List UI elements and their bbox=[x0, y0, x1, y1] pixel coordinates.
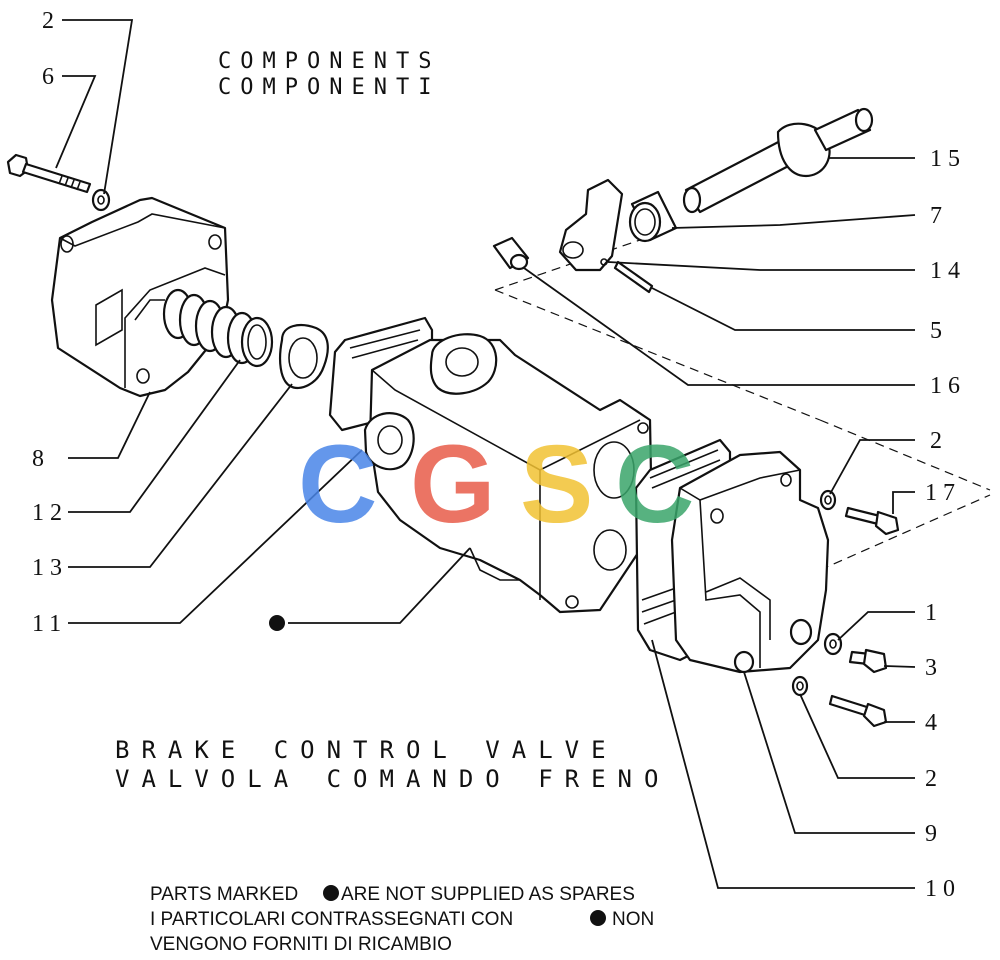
spring-12 bbox=[162, 288, 274, 368]
callout-15: 15 bbox=[930, 146, 966, 172]
header-components-it: COMPONENTI bbox=[218, 75, 440, 100]
washer-2-right bbox=[819, 489, 837, 511]
valve-body-11 bbox=[328, 316, 654, 614]
footnote-line2-end: NON bbox=[612, 909, 654, 930]
callout-3: 3 bbox=[925, 655, 943, 681]
screw-4 bbox=[828, 694, 888, 728]
title-brake-control-valve: BRAKE CONTROL VALVE bbox=[115, 736, 618, 764]
washer-2-top bbox=[91, 188, 111, 212]
callout-numbers: 2 6 8 12 13 11 15 7 14 5 16 2 17 1 3 4 2… bbox=[32, 8, 966, 902]
callout-13: 13 bbox=[32, 555, 68, 581]
callout-11: 11 bbox=[32, 611, 67, 637]
callout-12: 12 bbox=[32, 500, 68, 526]
callout-4: 4 bbox=[925, 710, 943, 736]
footnote-line1-start: PARTS MARKED bbox=[150, 884, 298, 905]
watermark-letter-c: C bbox=[298, 423, 377, 546]
callout-14: 14 bbox=[930, 258, 966, 284]
callout-10: 10 bbox=[925, 876, 961, 902]
watermark-letter-c2: C bbox=[615, 423, 694, 546]
footnote-dot-2 bbox=[590, 910, 606, 926]
footnote-dot-1 bbox=[323, 885, 339, 901]
callout-2-right: 2 bbox=[930, 428, 948, 454]
plug-3 bbox=[848, 648, 888, 674]
not-supplied-marker-dot bbox=[269, 615, 285, 631]
screw-17 bbox=[844, 506, 900, 536]
bolt-6 bbox=[6, 153, 92, 194]
washer-2-bottom bbox=[791, 675, 809, 697]
callout-7: 7 bbox=[930, 203, 948, 229]
cgsc-watermark-logo: C G S C bbox=[298, 423, 694, 546]
callout-2-top: 2 bbox=[42, 8, 60, 34]
footnote-line2-start: I PARTICOLARI CONTRASSEGNATI CON bbox=[150, 909, 513, 930]
callout-6: 6 bbox=[42, 64, 60, 90]
title-valvola-comando-freno: VALVOLA COMANDO FRENO bbox=[115, 765, 670, 793]
callout-17: 17 bbox=[925, 480, 961, 506]
callout-2-bottom: 2 bbox=[925, 766, 943, 792]
footnote-line3: VENGONO FORNITI DI RICAMBIO bbox=[150, 934, 452, 955]
lever-14 bbox=[558, 178, 624, 272]
callout-9: 9 bbox=[925, 821, 943, 847]
assembly-dashed-lines bbox=[494, 239, 991, 571]
callout-1: 1 bbox=[925, 600, 943, 626]
footnote: PARTS MARKED ARE NOT SUPPLIED AS SPARES … bbox=[150, 884, 654, 955]
bushing-7 bbox=[628, 190, 678, 243]
footnote-line1-end: ARE NOT SUPPLIED AS SPARES bbox=[341, 884, 635, 905]
cover-9 bbox=[670, 450, 830, 674]
roller-16 bbox=[492, 236, 530, 271]
shaft-15 bbox=[682, 107, 874, 214]
seal-cap-13 bbox=[279, 324, 329, 390]
callout-5: 5 bbox=[930, 318, 948, 344]
watermark-letter-s: S bbox=[520, 423, 593, 546]
washer-1 bbox=[823, 632, 843, 656]
leader-lines bbox=[55, 19, 916, 889]
watermark-letter-g: G bbox=[410, 423, 496, 546]
housing-8 bbox=[50, 196, 230, 398]
pin-5 bbox=[613, 260, 654, 294]
callout-8: 8 bbox=[32, 446, 50, 472]
callout-16: 16 bbox=[930, 373, 966, 399]
header-components-en: COMPONENTS bbox=[218, 49, 440, 74]
